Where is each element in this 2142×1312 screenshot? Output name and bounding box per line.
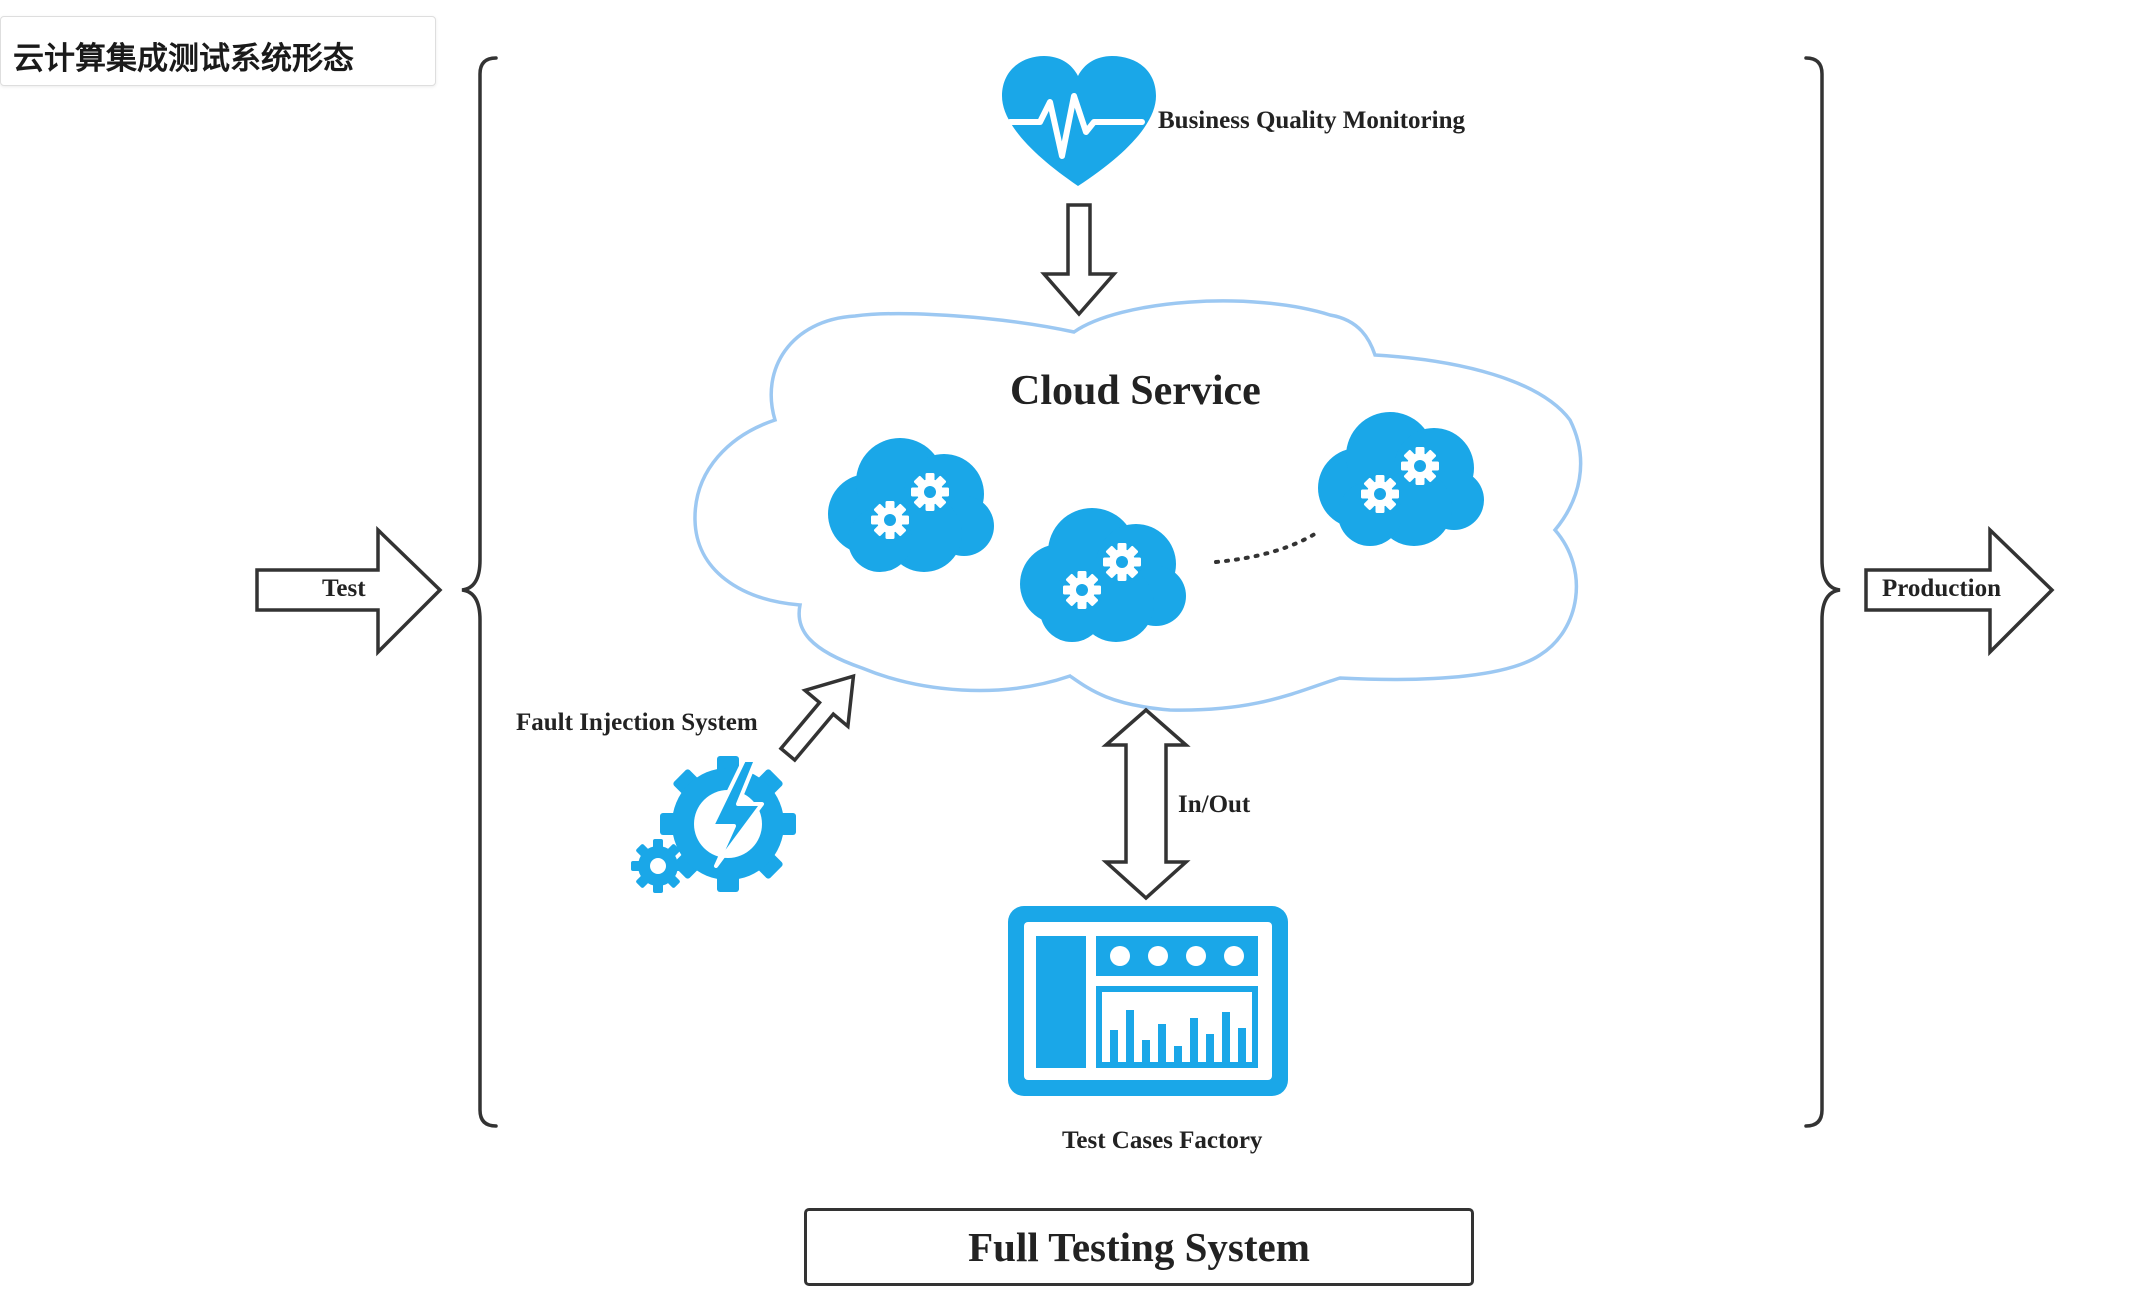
test-cases-factory-label: Test Cases Factory — [1062, 1127, 1263, 1154]
fault-injection-arrow — [778, 673, 856, 763]
dashboard-icon — [1008, 906, 1288, 1096]
left-brace — [461, 56, 498, 1128]
gear-lightning-icon — [631, 756, 796, 893]
in-out-label: In/Out — [1178, 791, 1251, 818]
title-box: 云计算集成测试系统形态 — [0, 16, 436, 86]
dotted-connector — [1214, 530, 1320, 564]
in-out-arrow — [1101, 707, 1191, 901]
business-quality-monitoring-label: Business Quality Monitoring — [1158, 107, 1465, 134]
full-testing-system-label: Full Testing System — [968, 1224, 1310, 1270]
right-brace — [1804, 56, 1841, 1128]
monitoring-down-arrow — [1040, 203, 1118, 317]
fault-injection-system-label: Fault Injection System — [516, 709, 758, 736]
page-title: 云计算集成测试系统形态 — [13, 41, 354, 77]
cloud-service-outline — [693, 299, 1583, 712]
heartbeat-icon — [1002, 56, 1156, 186]
cloud-gear-icon — [1020, 508, 1186, 642]
full-testing-system-box: Full Testing System — [804, 1208, 1474, 1286]
cloud-service-label: Cloud Service — [1010, 368, 1261, 414]
production-label: Production — [1882, 575, 2001, 602]
production-arrow — [1864, 525, 2055, 657]
test-arrow — [255, 525, 443, 657]
cloud-gear-icon — [1318, 412, 1484, 546]
cloud-gear-icon — [828, 438, 994, 572]
test-label: Test — [322, 575, 366, 602]
